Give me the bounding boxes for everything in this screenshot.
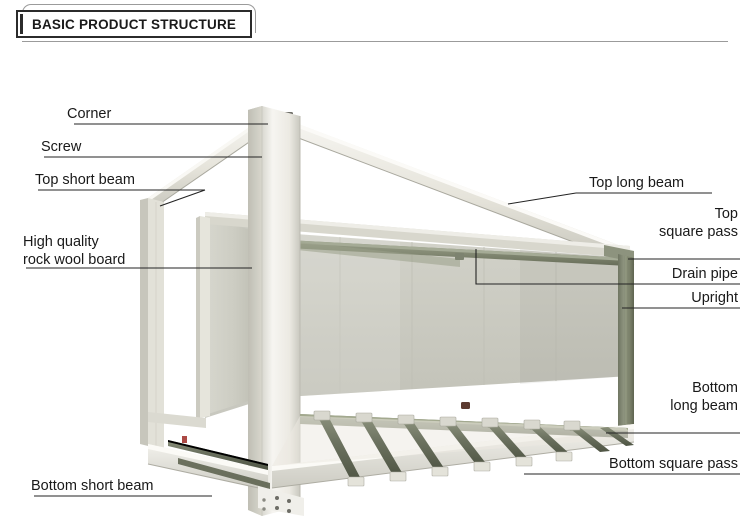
product-structure-diagram: Corner Screw Top short beam High quality…: [0, 46, 750, 517]
label-upright: Upright: [691, 290, 738, 306]
upright-left-rear: [140, 198, 164, 450]
label-rock-wool-board: High quality rock wool board: [23, 234, 126, 268]
page-header: BASIC PRODUCT STRUCTURE: [0, 0, 750, 46]
bottom-short-beam-rear: [148, 412, 206, 428]
upright-near-left: [248, 106, 301, 516]
header-tab: BASIC PRODUCT STRUCTURE: [16, 10, 252, 38]
label-bottom-short-beam: Bottom short beam: [31, 478, 154, 494]
label-bottom-square-pass: Bottom square pass: [609, 456, 738, 472]
container-frame-illustration: [26, 106, 740, 516]
label-corner: Corner: [67, 106, 112, 122]
leader-top-long-beam-tail: [507, 192, 577, 205]
rear-rail-fitting: [461, 402, 470, 409]
bottom-square-pass-left: [168, 440, 270, 489]
floor-deck: [272, 416, 634, 466]
top-long-beam-rear: [205, 212, 630, 258]
label-bottom-long-beam: Bottom long beam: [670, 380, 738, 414]
label-top-short-beam: Top short beam: [35, 172, 135, 188]
leader-lines: [26, 123, 740, 497]
label-screw: Screw: [41, 139, 82, 155]
label-top-long-beam: Top long beam: [589, 175, 685, 191]
interior-wall-panels: [205, 214, 630, 418]
corner-fitting-bottom: [258, 486, 304, 516]
leader-top-short-beam-tail: [159, 189, 206, 207]
floor-marker: [182, 436, 187, 443]
header-divider: [22, 41, 728, 42]
bottom-square-pass-group: [313, 410, 634, 487]
upright-far-right: [618, 254, 634, 438]
label-top-square-pass: Top square pass: [659, 206, 738, 240]
rock-wool-board-edge: [196, 216, 210, 420]
leader-drain-pipe: [475, 249, 740, 285]
page-title: BASIC PRODUCT STRUCTURE: [32, 16, 237, 32]
top-square-pass: [268, 239, 628, 267]
label-drain-pipe: Drain pipe: [671, 266, 738, 282]
